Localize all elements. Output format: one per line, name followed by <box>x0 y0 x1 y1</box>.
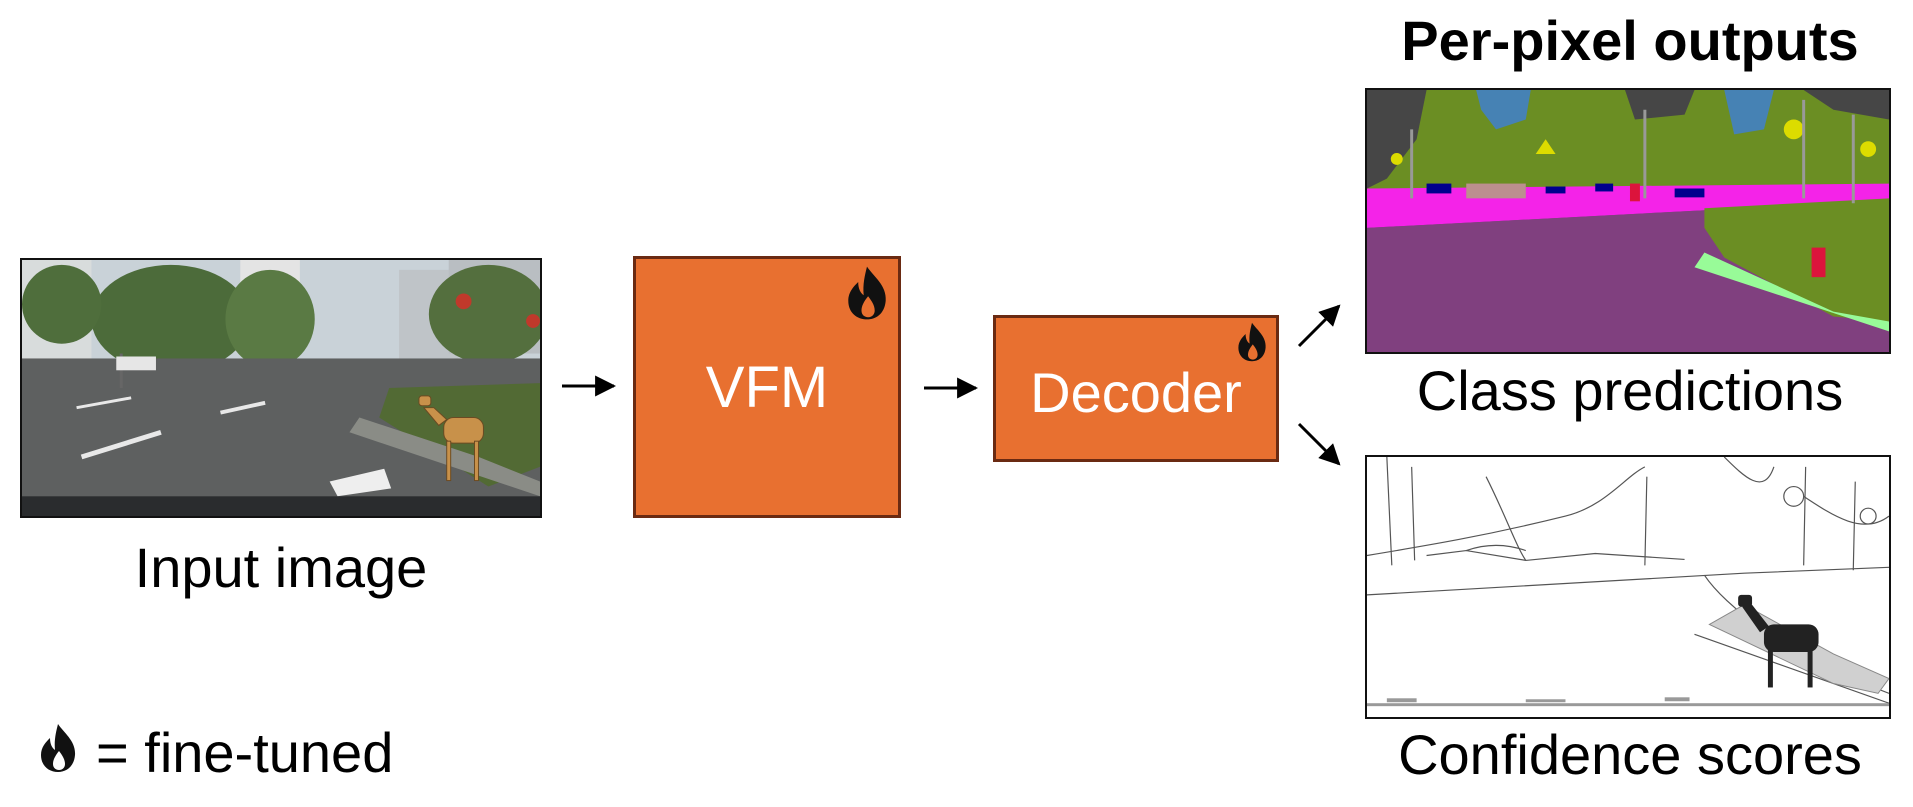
class-predictions-image <box>1365 88 1891 354</box>
arrow-icon <box>924 377 979 399</box>
flame-icon <box>1236 322 1268 362</box>
input-caption: Input image <box>134 536 428 599</box>
vfm-block: VFM <box>633 256 901 518</box>
confidence-scores-caption: Confidence scores <box>1398 723 1862 786</box>
vfm-label: VFM <box>705 354 829 420</box>
decoder-label: Decoder <box>1030 361 1242 424</box>
arrow-icon <box>1297 304 1341 348</box>
legend-text: = fine-tuned <box>96 721 394 784</box>
outputs-heading: Per-pixel outputs <box>1401 9 1859 72</box>
flame-icon <box>38 722 78 774</box>
class-predictions-caption: Class predictions <box>1416 359 1844 422</box>
confidence-graphic <box>1367 457 1889 717</box>
arrow-icon <box>1297 422 1341 466</box>
segmentation-graphic <box>1367 90 1889 352</box>
decoder-block: Decoder <box>993 315 1279 462</box>
input-scene-graphic <box>22 260 540 516</box>
input-image <box>20 258 542 518</box>
arrow-icon <box>562 375 617 397</box>
flame-icon <box>845 265 889 321</box>
confidence-scores-image <box>1365 455 1891 719</box>
